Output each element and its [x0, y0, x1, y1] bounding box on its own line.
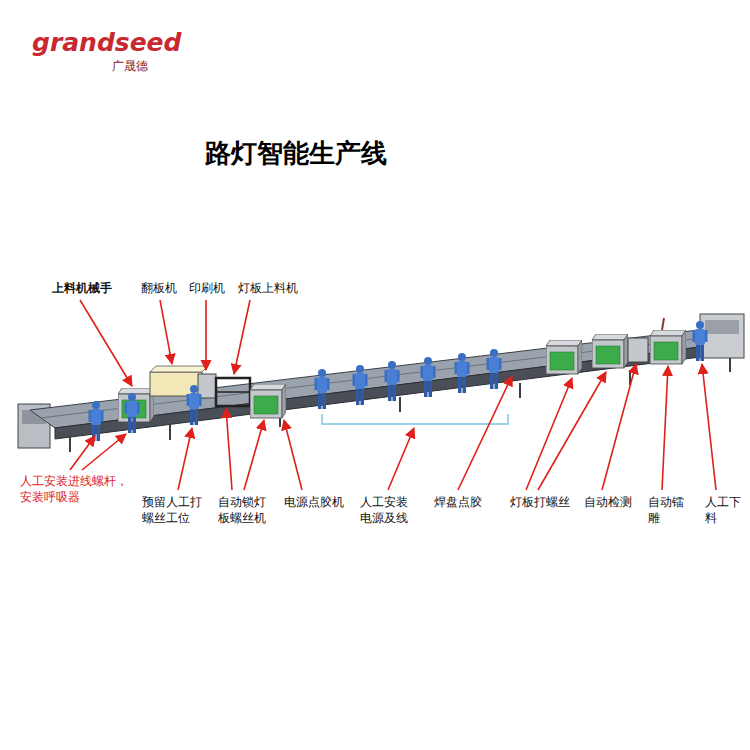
callout-label: 灯板打螺丝 — [510, 494, 570, 510]
leader-arrow — [70, 436, 95, 470]
conveyor-legs — [70, 357, 730, 452]
note-label: 人工安装进线螺杆，安装呼吸器 — [20, 474, 132, 505]
leader-arrow — [160, 300, 172, 364]
worker-figure — [125, 393, 140, 433]
conveyor-leg — [729, 357, 731, 372]
callout-label: 自动锁灯板螺丝机 — [218, 494, 270, 526]
worker-figure — [455, 353, 470, 393]
leader-arrow — [458, 376, 512, 490]
worker-figure — [353, 365, 368, 405]
test-machine — [628, 338, 648, 362]
screw-machine — [592, 334, 628, 368]
laser-machine — [650, 330, 686, 364]
worker-figure — [89, 401, 104, 441]
callout-label: 电源点胶机 — [284, 494, 344, 510]
leader-arrow — [178, 428, 192, 490]
leader-arrow — [526, 378, 572, 490]
worker-figure — [187, 385, 202, 425]
leader-arrow — [80, 300, 132, 386]
callout-label: 自动检测 — [584, 494, 632, 510]
flipping-machine-top — [150, 366, 208, 372]
group-bracket — [322, 414, 508, 424]
conveyor-leg — [519, 383, 521, 398]
callout-label: 焊盘点胶 — [434, 494, 482, 510]
conveyor-leg — [69, 437, 71, 452]
worker-figure — [487, 349, 502, 389]
leader-arrow — [662, 366, 668, 490]
conveyor-leg — [169, 425, 171, 440]
leader-arrow — [602, 364, 636, 490]
board-loader-frame — [216, 378, 250, 406]
cabinet-panel — [705, 320, 739, 334]
worker-figure — [693, 321, 708, 361]
callout-label: 预留人工打螺丝工位 — [142, 494, 206, 526]
leader-arrow — [234, 300, 250, 374]
callout-label: 上料机械手 — [52, 281, 112, 297]
screw-machine — [546, 340, 582, 374]
logo-subtext: 广晟德 — [112, 58, 148, 74]
callout-label: 人工安装电源及线 — [360, 494, 412, 526]
leader-arrow — [702, 364, 716, 490]
leader-arrow — [205, 300, 207, 370]
screw-machine — [250, 384, 286, 418]
leader-arrow — [538, 372, 606, 490]
callout-label: 灯板上料机 — [238, 281, 298, 297]
callout-label: 印刷机 — [189, 281, 225, 297]
worker-figure — [315, 369, 330, 409]
logo-text: grandseed — [32, 26, 181, 60]
callout-label: 翻板机 — [141, 281, 177, 297]
leader-arrow — [226, 408, 232, 490]
callout-label: 自动镭雕 — [648, 494, 688, 526]
conveyor-leg — [399, 397, 401, 412]
diagram-title: 路灯智能生产线 — [205, 136, 387, 171]
worker-figure — [385, 361, 400, 401]
leader-arrow — [388, 428, 414, 490]
leader-arrow — [244, 420, 264, 490]
robot-arm — [662, 318, 664, 330]
leader-arrows — [70, 300, 716, 490]
worker-figure — [421, 357, 436, 397]
callout-label: 人工下料 — [705, 494, 745, 526]
board-loader-bar — [216, 391, 250, 393]
leader-arrow — [82, 434, 126, 470]
leader-arrow — [284, 420, 302, 490]
